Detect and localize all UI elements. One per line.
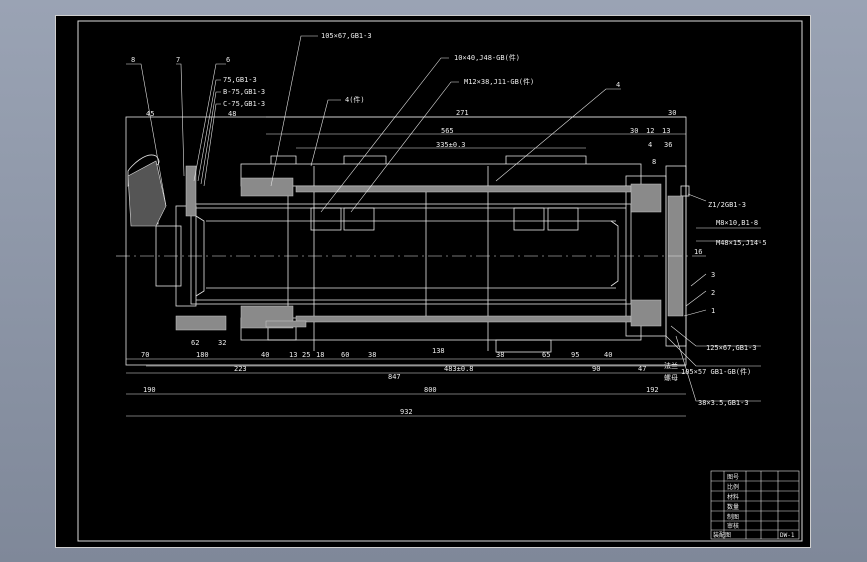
dim-40: 40 <box>261 351 269 359</box>
callout-top4: 4(件) <box>345 95 365 104</box>
drawing-sheet: 105×67,GB1-3 10×40,J48-GB(件) M12×38,J11-… <box>55 15 811 548</box>
dim-36: 36 <box>664 141 672 149</box>
callout-r3: C-75,GB1-3 <box>223 100 265 108</box>
callout-8: 8 <box>131 56 135 64</box>
callout-r1: 75,GB1-3 <box>223 76 257 84</box>
callout-top2: 10×40,J48-GB(件) <box>454 53 520 62</box>
callout-r2: B-75,GB1-3 <box>223 88 265 96</box>
callout-nm1: 法兰 <box>664 361 678 370</box>
dim-190: 190 <box>143 386 156 394</box>
dim-60: 60 <box>341 351 349 359</box>
dim-16: 16 <box>694 248 702 256</box>
dim-38b: 38 <box>496 351 504 359</box>
callout-nm2: 螺母 <box>664 373 678 382</box>
dim-192: 192 <box>646 386 659 394</box>
dim-4: 4 <box>648 141 652 149</box>
dim-25: 25 <box>302 351 310 359</box>
callout-part4: 4 <box>616 81 620 89</box>
dim-45: 45 <box>146 110 154 118</box>
dim-180: 180 <box>196 351 209 359</box>
callout-top3: M12×38,J11-GB(件) <box>464 77 534 86</box>
dim-65: 65 <box>542 351 550 359</box>
inner-frame <box>77 20 803 542</box>
title-block-r1: 图号 <box>727 474 739 481</box>
cad-drawing: 105×67,GB1-3 10×40,J48-GB(件) M12×38,J11-… <box>77 20 803 542</box>
dim-95: 95 <box>571 351 579 359</box>
dim-483: 483±0.8 <box>444 365 474 373</box>
dim-18: 18 <box>316 351 324 359</box>
dim-32: 32 <box>218 339 226 347</box>
dim-932: 932 <box>400 408 413 416</box>
callout-3: 3 <box>711 271 715 279</box>
title-block-r5: 制图 <box>727 513 739 521</box>
title-block-r3: 材料 <box>727 493 739 501</box>
callout-bot2: 105×57 GB1-GB(件) <box>681 367 751 376</box>
title-block-r2: 比例 <box>727 483 739 491</box>
dim-8: 8 <box>652 158 656 166</box>
callout-6: 6 <box>226 56 230 64</box>
title-block-right: DW-1 <box>780 532 795 539</box>
dim-48: 48 <box>228 110 236 118</box>
callout-1: 1 <box>711 307 715 315</box>
dim-138: 138 <box>432 347 445 355</box>
dim-13: 13 <box>662 127 670 135</box>
callout-bot1: 125×67,GB1-3 <box>706 344 757 352</box>
title-block-left: 装配图 <box>713 531 731 539</box>
dim-565: 565 <box>441 127 454 135</box>
dim-40b: 40 <box>604 351 612 359</box>
dim-62: 62 <box>191 339 199 347</box>
housing-profile-lower <box>127 160 167 227</box>
dimension-lines <box>126 116 686 417</box>
dim-70: 70 <box>141 351 149 359</box>
dim-223: 223 <box>234 365 247 373</box>
dim-47: 47 <box>638 365 646 373</box>
leader-lines <box>126 35 761 402</box>
title-block-r6: 审核 <box>727 522 739 530</box>
dim-335: 335±0.3 <box>436 141 466 149</box>
dim-30-top: 30 <box>668 109 676 117</box>
dim-271: 271 <box>456 109 469 117</box>
callout-right1: Z1/2GB1-3 <box>708 201 746 209</box>
dim-800: 800 <box>424 386 437 394</box>
callout-right2: M8×10,B1-8 <box>716 219 758 227</box>
callout-2: 2 <box>711 289 715 297</box>
dim-12: 12 <box>646 127 654 135</box>
title-block-r4: 数量 <box>727 503 739 511</box>
callout-bot3: 38×3.5,GB1-3 <box>698 399 749 407</box>
section-hatching <box>175 165 684 331</box>
dim-38: 38 <box>368 351 376 359</box>
callout-top1: 105×67,GB1-3 <box>321 32 372 40</box>
dim-90: 90 <box>592 365 600 373</box>
dim-847: 847 <box>388 373 401 381</box>
callout-7: 7 <box>176 56 180 64</box>
dim-13b: 13 <box>289 351 297 359</box>
callout-right3: M48×15,J14-5 <box>716 239 767 247</box>
dim-30: 30 <box>630 127 638 135</box>
title-block <box>710 470 800 540</box>
